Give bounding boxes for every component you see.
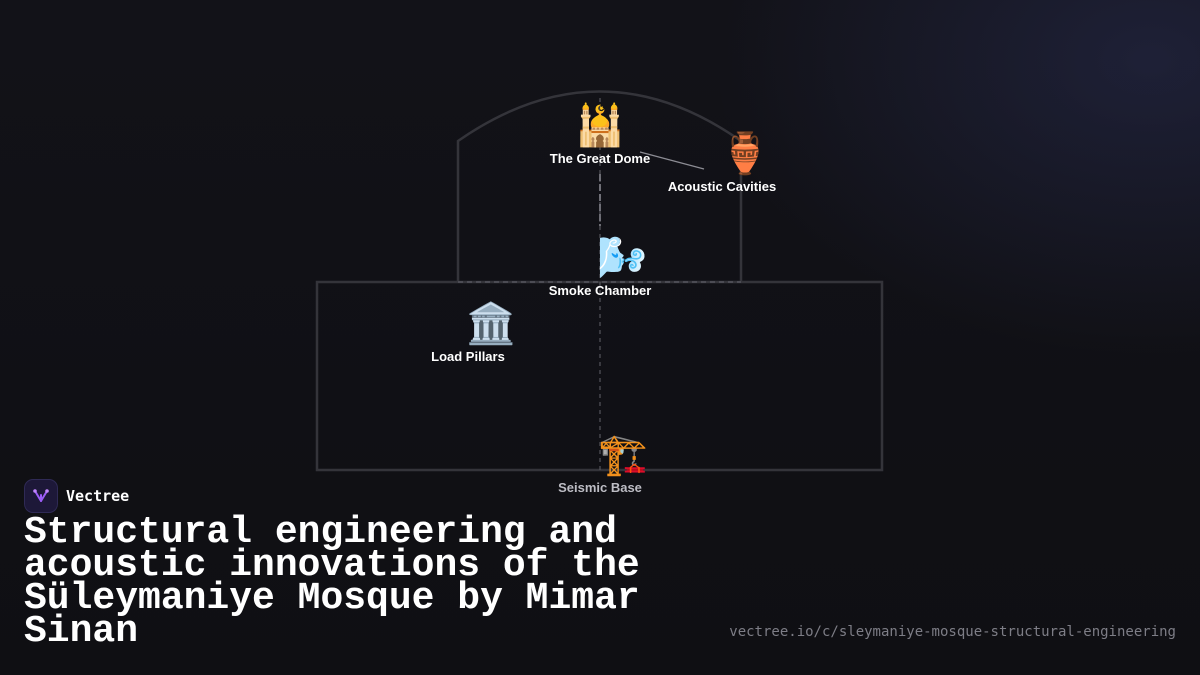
- node-label: Seismic Base: [558, 480, 642, 495]
- amphora-icon: 🏺: [720, 131, 770, 177]
- source-url[interactable]: vectree.io/c/sleymaniye-mosque-structura…: [729, 624, 1176, 640]
- node-label: Load Pillars: [431, 349, 505, 364]
- node-smoke-chamber[interactable]: 🌬️ Smoke Chamber: [549, 235, 652, 298]
- node-acoustic-cavities[interactable]: 🏺 Acoustic Cavities: [668, 131, 776, 194]
- mosque-icon: 🕌: [575, 103, 625, 149]
- dome-outline: [456, 90, 743, 282]
- node-great-dome[interactable]: 🕌 The Great Dome: [550, 103, 650, 166]
- construction-crane-icon: 🏗️: [598, 432, 648, 478]
- classical-building-icon: 🏛️: [466, 301, 516, 347]
- node-seismic-base[interactable]: 🏗️ Seismic Base: [552, 432, 648, 495]
- wind-icon: 🌬️: [597, 235, 647, 281]
- brand[interactable]: Vectree: [24, 479, 129, 513]
- page-title: Structural engineering and acoustic inno…: [24, 511, 640, 653]
- brand-name: Vectree: [66, 487, 130, 505]
- node-label: The Great Dome: [549, 151, 651, 166]
- node-label: Acoustic Cavities: [667, 179, 777, 194]
- node-load-pillars[interactable]: 🏛️ Load Pillars: [420, 301, 516, 364]
- node-label: Smoke Chamber: [548, 283, 652, 298]
- vectree-logo-icon: [24, 479, 58, 513]
- connector-dome-to-acoustic-cavities: [639, 151, 705, 170]
